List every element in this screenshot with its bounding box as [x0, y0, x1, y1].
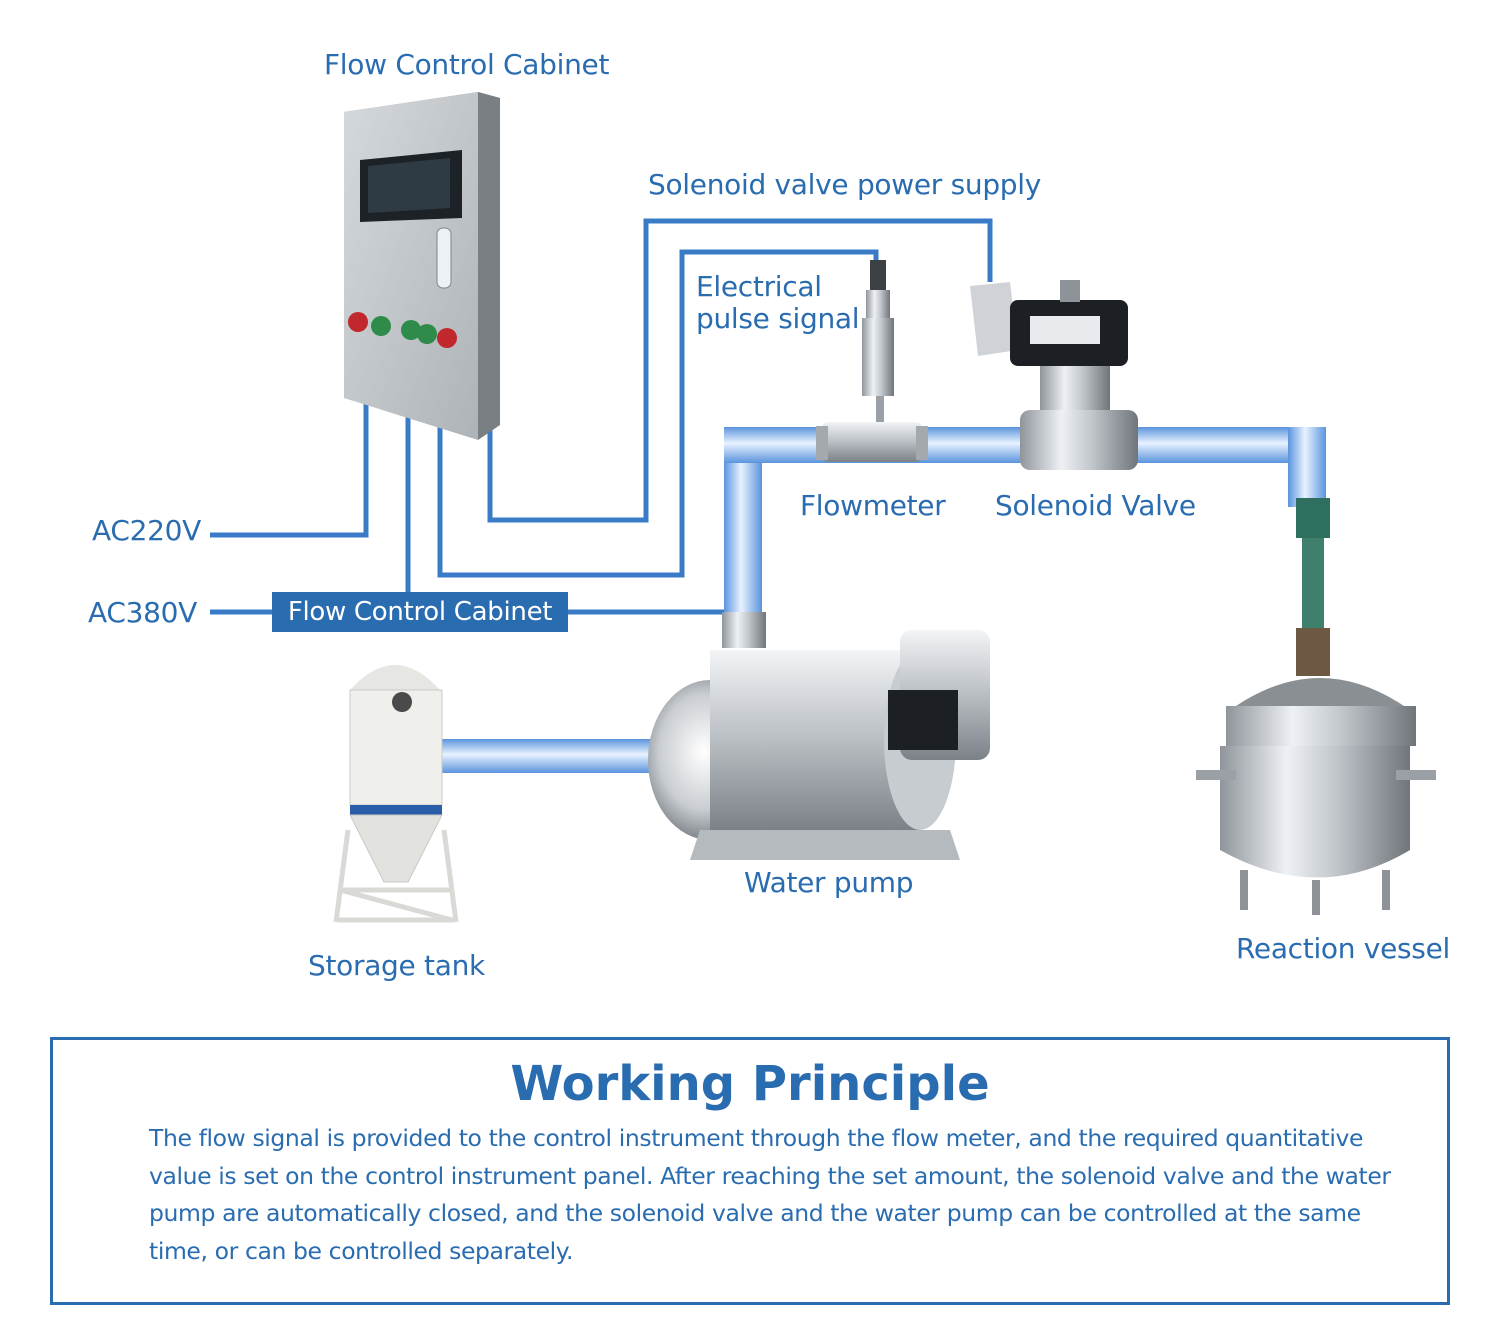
cabinet-button-red-2 [437, 328, 457, 348]
label-flowmeter: Flowmeter [800, 489, 946, 522]
cabinet-button-green-2 [401, 320, 421, 340]
label-solenoid-valve: Solenoid Valve [995, 489, 1196, 522]
solenoid-valve [970, 280, 1138, 470]
cabinet-lock [436, 227, 452, 289]
label-ac220: AC220V [92, 514, 202, 547]
label-cabinet-title: Flow Control Cabinet [324, 48, 610, 81]
pipe-vessel-drop [1288, 427, 1326, 507]
cabinet-button-green-1 [371, 316, 391, 336]
label-storage-tank: Storage tank [308, 949, 485, 982]
water-pump [648, 612, 990, 860]
wire-ac220 [210, 395, 369, 538]
wire-solenoid-power [487, 218, 993, 523]
badge-flow-control-cabinet: Flow Control Cabinet [272, 592, 568, 632]
label-reaction-vessel: Reaction vessel [1236, 932, 1450, 965]
label-ac380: AC380V [88, 596, 198, 629]
label-pulse-signal-line2: pulse signal [696, 302, 860, 335]
cabinet-button-red-1 [348, 312, 368, 332]
reaction-vessel [1196, 498, 1436, 915]
control-cabinet [344, 92, 500, 440]
label-water-pump: Water pump [744, 866, 914, 899]
working-principle-box: Working Principle The flow signal is pro… [50, 1037, 1450, 1305]
working-principle-text: The flow signal is provided to the contr… [149, 1124, 1391, 1265]
label-solenoid-power-supply: Solenoid valve power supply [648, 168, 1042, 201]
pipe-tank-to-pump [440, 739, 670, 773]
wiring [210, 218, 993, 615]
cabinet-button-green-3 [417, 324, 437, 344]
flow-system-diagram [210, 92, 1436, 923]
wire-pulse-signal [437, 249, 879, 578]
storage-tank [333, 665, 459, 923]
flowmeter [816, 260, 928, 462]
working-principle-title: Working Principle [510, 1056, 990, 1112]
label-pulse-signal-line1: Electrical [696, 270, 822, 303]
